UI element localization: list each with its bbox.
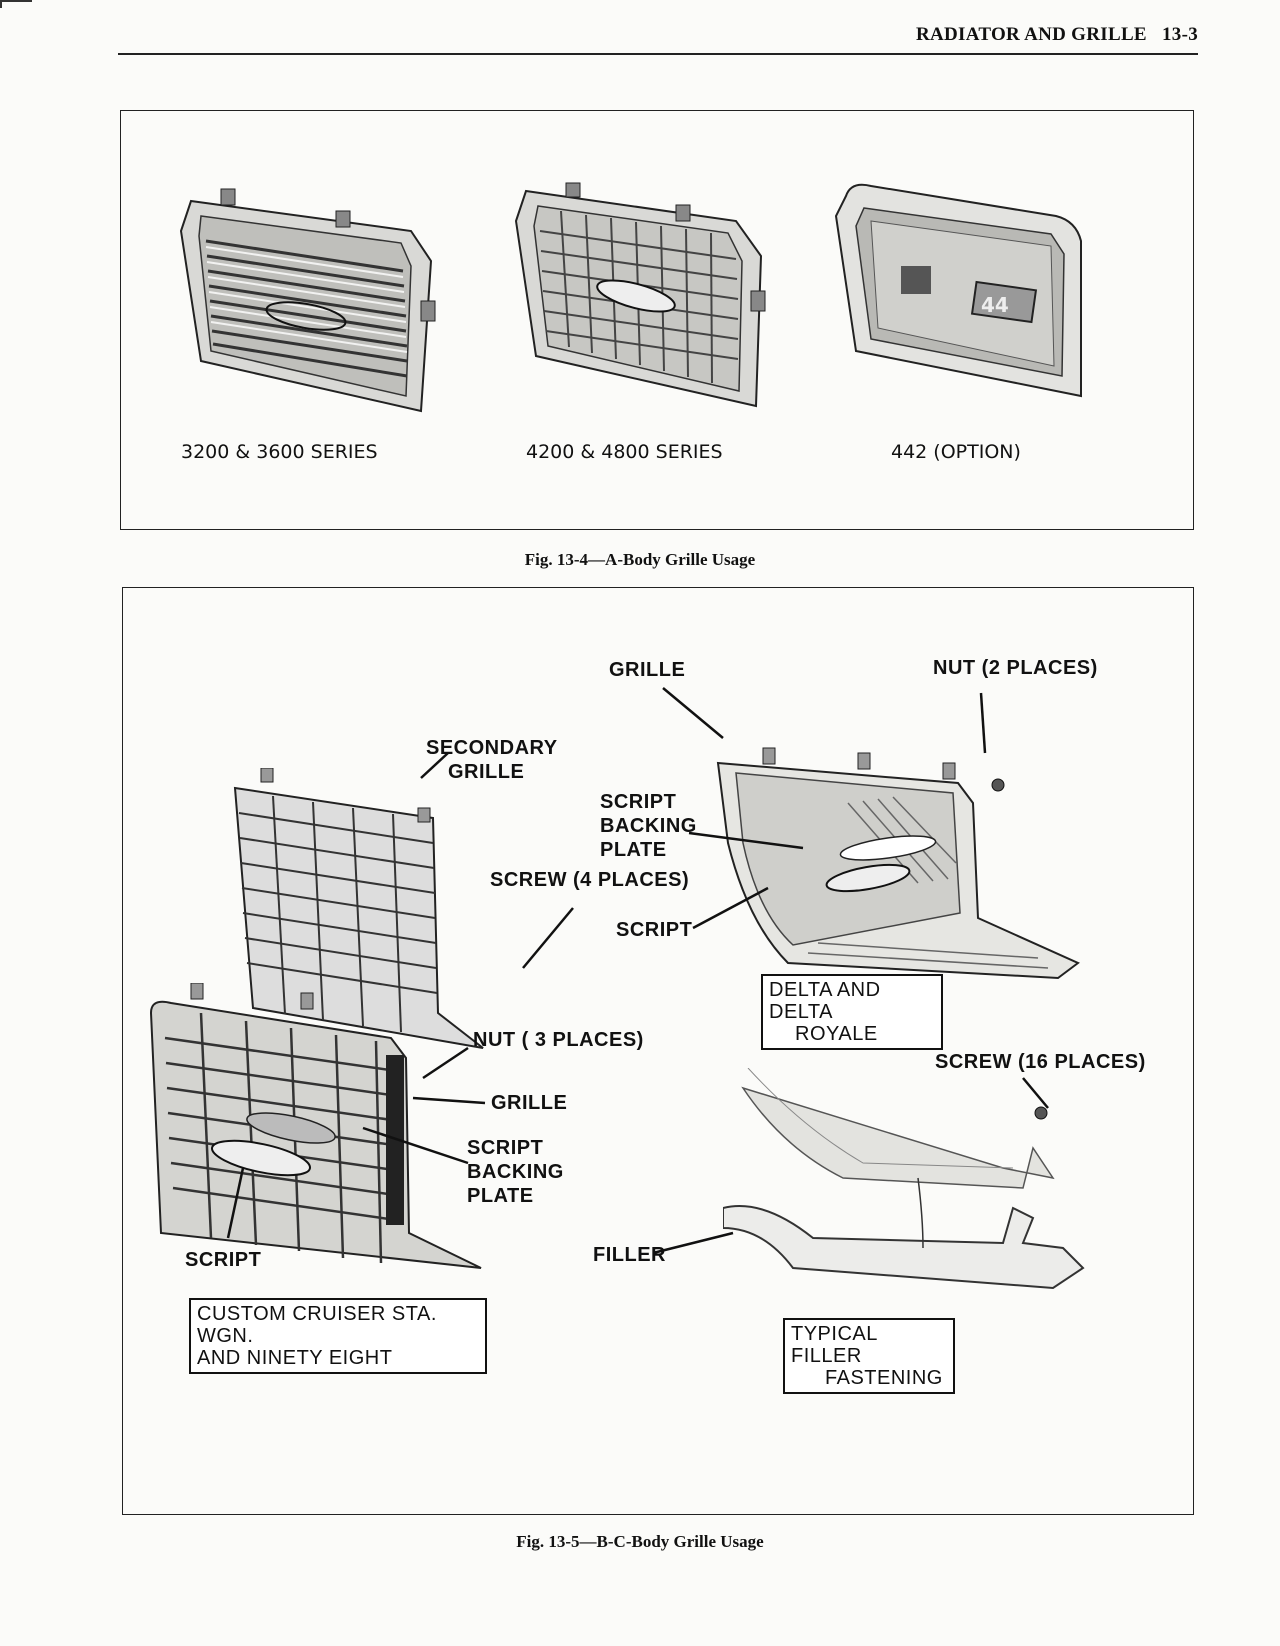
grille-3200-3600-illustration: [179, 188, 436, 413]
callout-script-backing-plate-left: SCRIPT BACKING PLATE: [467, 1137, 564, 1207]
figure-caption-13-4: Fig. 13-4—A-Body Grille Usage: [524, 550, 756, 569]
custom-cruiser-grille-illustration: [149, 983, 482, 1269]
callout-script-right: SCRIPT: [616, 919, 693, 941]
delta-grille-illustration: [716, 747, 1080, 980]
grille-4200-4800-illustration: [514, 182, 766, 408]
callout-secondary-grille: SECONDARY GRILLE: [426, 737, 558, 783]
grille-442-illustration: 44: [834, 183, 1082, 398]
callout-script-backing-plate-right: SCRIPT BACKING PLATE: [600, 791, 697, 861]
box-custom-cruiser: CUSTOM CRUISER STA. WGN. AND NINETY EIGH…: [189, 1298, 487, 1374]
panel-label-4200-4800: 4200 & 4800 SERIES: [526, 441, 723, 463]
callout-screw-4-places: SCREW (4 PLACES): [490, 869, 690, 891]
running-header: RADIATOR AND GRILLE 13-3: [916, 24, 1198, 46]
box-typical-filler-fastening: TYPICAL FILLER FASTENING: [783, 1318, 955, 1394]
header-rule: [118, 53, 1198, 55]
figure-b-c-body-grille: GRILLE NUT (2 PLACES) SECONDARY GRILLE S…: [122, 587, 1194, 1515]
scan-corner-mark: [0, 0, 32, 8]
callout-screw-16-places: SCREW (16 PLACES): [935, 1051, 1146, 1073]
section-title: RADIATOR AND GRILLE: [915, 24, 1147, 45]
figure-a-body-grille: 3200 & 3600 SERIES 4200 & 4800 SERIES 44…: [120, 110, 1194, 530]
callout-script-left: SCRIPT: [185, 1249, 262, 1271]
panel-label-442: 442 (OPTION): [891, 441, 1021, 463]
callout-grille-top: GRILLE: [609, 659, 686, 681]
callout-nut-3-places: NUT ( 3 PLACES): [473, 1029, 644, 1051]
page-number: 13-3: [1161, 24, 1198, 45]
figure-caption-13-5: Fig. 13-5—B-C-Body Grille Usage: [516, 1532, 764, 1551]
svg-text:44: 44: [981, 293, 1009, 317]
box-delta-royale: DELTA AND DELTA ROYALE: [761, 974, 943, 1050]
callout-grille-left: GRILLE: [491, 1092, 568, 1114]
callout-filler: FILLER: [593, 1244, 666, 1266]
filler-illustration: [723, 1068, 1085, 1290]
panel-label-3200-3600: 3200 & 3600 SERIES: [181, 441, 378, 463]
callout-nut-2-places: NUT (2 PLACES): [933, 657, 1098, 679]
secondary-grille-illustration: [233, 768, 484, 1049]
